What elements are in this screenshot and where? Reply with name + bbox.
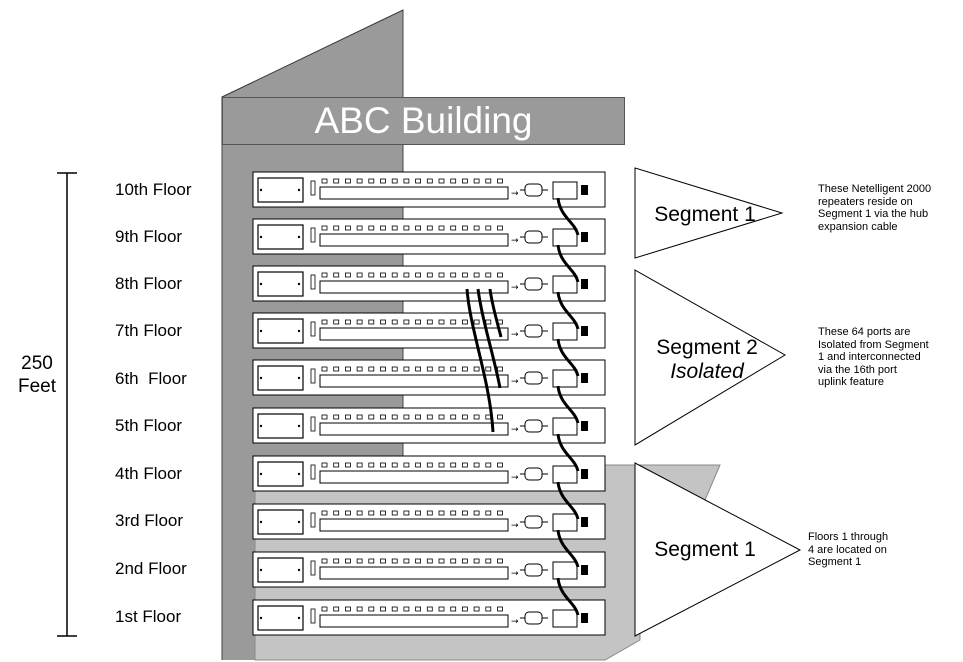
note-segment-1-top: These Netelligent 2000 repeaters reside … <box>818 183 963 233</box>
cable <box>556 481 580 520</box>
floor-label-2: 2nd Floor <box>115 559 187 578</box>
cable <box>476 288 502 389</box>
note-segment-2: These 64 ports are Isolated from Segment… <box>818 326 963 389</box>
floor-label-4: 4th Floor <box>115 464 183 483</box>
building-title-box: ABC Building <box>222 97 625 145</box>
repeater-unit: → <box>252 265 606 302</box>
svg-text:→: → <box>511 236 519 246</box>
floor-label-9: 9th Floor <box>115 227 183 246</box>
cable <box>556 385 580 424</box>
height-value: 250 <box>21 353 53 374</box>
svg-text:→: → <box>511 521 519 531</box>
repeater-unit: → <box>252 551 606 588</box>
cable <box>465 288 495 433</box>
segment-1-bottom-label: Segment 1 <box>645 538 765 562</box>
note-line: via the 16th port <box>818 363 897 376</box>
segment-2-isolated-text: Isolated <box>670 360 744 383</box>
segment-1-top-triangle <box>634 167 784 259</box>
svg-text:→: → <box>511 283 519 293</box>
repeater-unit: → <box>252 359 606 396</box>
svg-text:→: → <box>511 377 519 387</box>
building-wall-left <box>222 145 255 660</box>
svg-text:→: → <box>511 425 519 435</box>
repeater-unit: → <box>252 599 606 636</box>
height-label: 250 Feet <box>8 352 66 398</box>
svg-text:→: → <box>511 473 519 483</box>
cable <box>488 288 503 338</box>
note-segment-1-bottom: Floors 1 through 4 are located on Segmen… <box>808 531 953 569</box>
repeater-unit: → <box>252 503 606 540</box>
note-line: Segment 1 <box>808 556 862 568</box>
building-title: ABC Building <box>314 100 533 141</box>
cable <box>556 529 580 568</box>
note-line: uplink feature <box>818 376 885 388</box>
floor-label-6: 6th Floor <box>115 369 187 388</box>
floor-label-3: 3rd Floor <box>115 511 184 530</box>
segment-2-label: Segment 2 Isolated <box>642 336 772 384</box>
segment-1-bottom-triangle <box>634 462 802 637</box>
note-line: repeaters reside on <box>818 195 913 208</box>
note-line: 4 are located on <box>808 543 887 556</box>
repeater-unit: → <box>252 218 606 255</box>
svg-text:→: → <box>511 617 519 627</box>
repeater-unit: → <box>252 312 606 349</box>
note-line: Segment 1 via the hub <box>818 208 929 220</box>
cable <box>556 244 580 283</box>
cable <box>556 338 580 377</box>
note-line: These 64 ports are <box>818 326 911 338</box>
floor-label-8: 8th Floor <box>115 274 183 293</box>
cable <box>556 577 580 616</box>
cable <box>556 433 580 472</box>
segment-2-text: Segment 2 <box>656 336 758 359</box>
svg-text:→: → <box>511 330 519 340</box>
note-line: Floors 1 through <box>808 531 889 543</box>
repeater-unit: → <box>252 171 606 208</box>
note-line: expansion cable <box>818 220 898 233</box>
svg-text:→: → <box>511 569 519 579</box>
note-line: 1 and interconnected <box>818 351 921 363</box>
segment-1-top-text: Segment 1 <box>654 203 756 226</box>
note-line: Isolated from Segment <box>818 338 929 351</box>
segment-1-top-label: Segment 1 <box>645 203 765 227</box>
floor-label-1: 1st Floor <box>115 607 182 626</box>
floor-label-7: 7th Floor <box>115 321 183 340</box>
cable <box>556 291 580 330</box>
height-unit: Feet <box>17 376 57 397</box>
floor-label-5: 5th Floor <box>115 416 183 435</box>
floor-label-10: 10th Floor <box>115 180 192 199</box>
segment-1-bottom-text: Segment 1 <box>654 538 756 561</box>
repeater-unit: → <box>252 407 606 444</box>
svg-text:→: → <box>511 189 519 199</box>
note-line: These Netelligent 2000 <box>818 183 932 195</box>
cable <box>556 197 580 236</box>
segment-2-triangle <box>634 269 786 446</box>
repeater-unit: → <box>252 455 606 492</box>
